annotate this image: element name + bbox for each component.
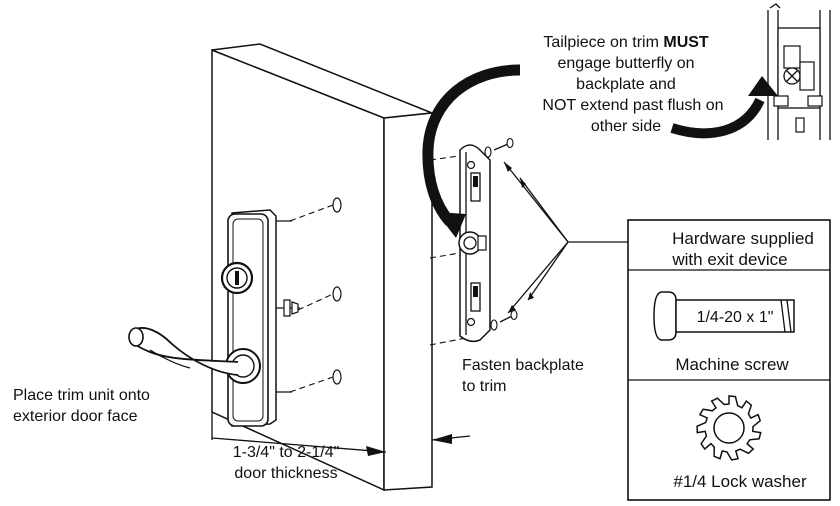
tailpiece-note-line4: NOT extend past flush on — [542, 97, 723, 114]
washer-caption: #1/4 Lock washer — [673, 472, 807, 491]
lock-washer-icon — [696, 395, 762, 461]
fasten-line2: to trim — [462, 378, 506, 395]
door-holes — [332, 197, 342, 385]
curved-arrow-right — [670, 76, 778, 139]
thickness-dimension — [211, 412, 471, 456]
hardware-panel — [627, 219, 831, 501]
hardware-leaders — [503, 161, 628, 314]
machine-screw-icon — [653, 291, 795, 341]
tailpiece-note-line1: Tailpiece on trim MUST — [543, 34, 709, 51]
screw-bottom — [490, 309, 518, 331]
screw-caption: Machine screw — [675, 355, 789, 374]
place-trim-line2: exterior door face — [13, 408, 138, 425]
backplate — [458, 137, 518, 343]
place-trim-line1: Place trim unit onto — [13, 387, 150, 404]
lever-handle — [128, 327, 239, 376]
tailpiece-note-line5: other side — [591, 118, 661, 135]
curved-arrow-left — [422, 64, 521, 238]
screw-size-label: 1/4-20 x 1" — [697, 309, 774, 326]
thickness-line1: 1-3/4" to 2-1/4" — [233, 444, 340, 461]
hardware-title-line2: with exit device — [671, 250, 787, 269]
detail-inset — [767, 3, 831, 140]
screw-top — [484, 137, 514, 158]
hardware-title-line1: Hardware supplied — [672, 229, 814, 248]
fasten-line1: Fasten backplate — [462, 357, 584, 374]
tailpiece-note-line2: engage butterfly on — [558, 55, 695, 72]
tailpiece-note-line3: backplate and — [576, 76, 676, 93]
thickness-line2: door thickness — [234, 465, 337, 482]
